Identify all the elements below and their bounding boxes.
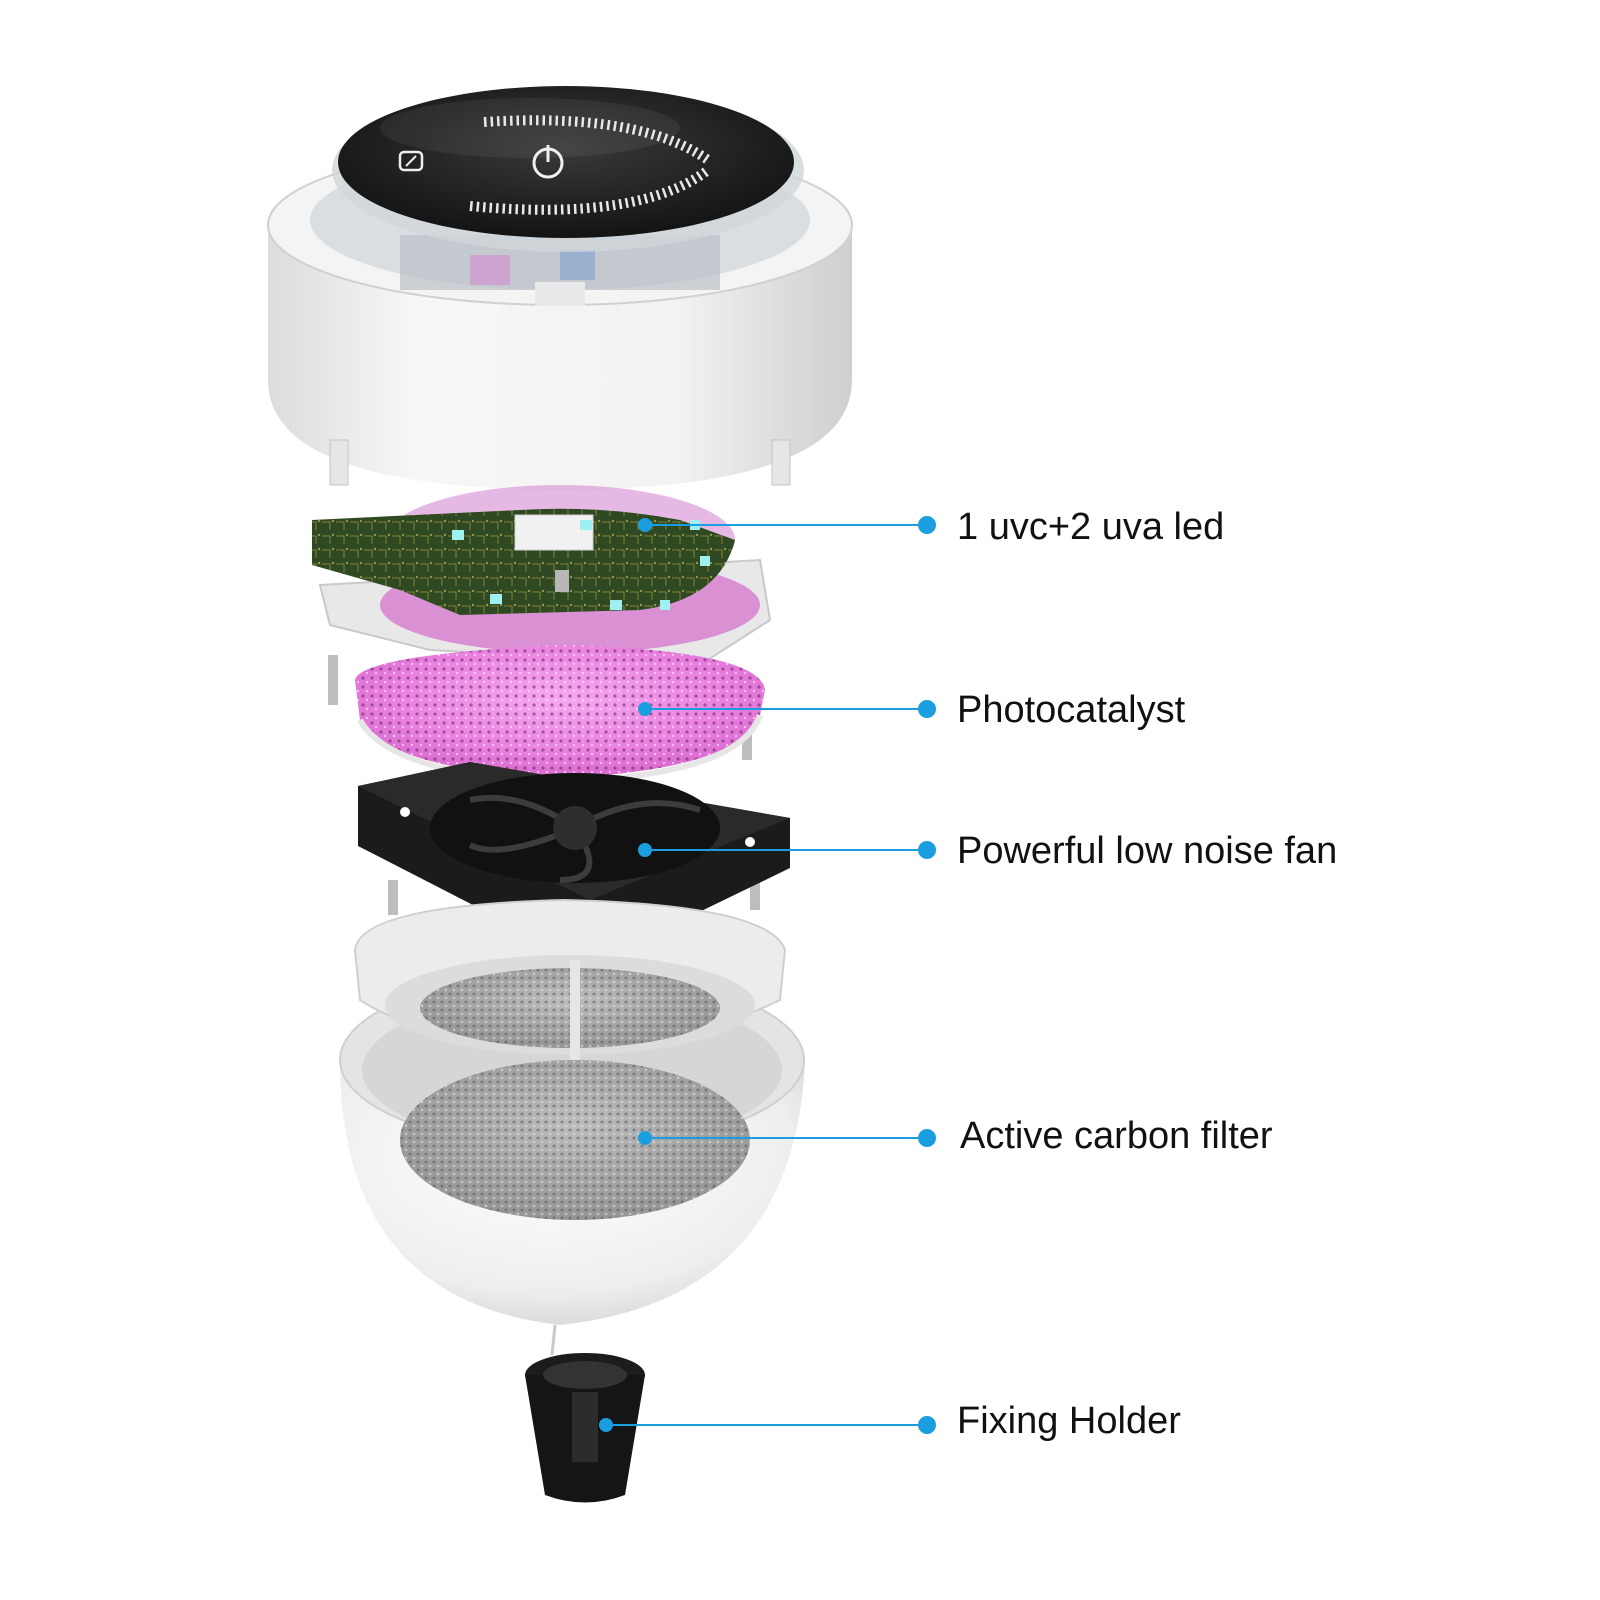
- active-carbon-filter: [400, 960, 750, 1220]
- fixing-holder: [525, 1324, 645, 1503]
- led-pcb-board: [312, 485, 772, 667]
- callout-leader-5: [599, 1416, 936, 1434]
- callout-label-fan: Powerful low noise fan: [957, 830, 1338, 872]
- callout-leader-2: [638, 700, 936, 718]
- callout-label-photocatalyst: Photocatalyst: [957, 689, 1186, 731]
- callout-label-led: 1 uvc+2 uva led: [957, 506, 1225, 548]
- power-icon[interactable]: [532, 145, 564, 179]
- photocatalyst-pad: [355, 645, 765, 786]
- touch-scale-ticks: [469, 115, 712, 215]
- callout-leader-3: [638, 841, 936, 859]
- callout-label-fixing-holder: Fixing Holder: [957, 1400, 1181, 1442]
- callout-leader-4: [638, 1129, 936, 1147]
- callout-label-carbon-filter: Active carbon filter: [960, 1115, 1273, 1157]
- callout-leader-1: [638, 516, 936, 534]
- mode-icon[interactable]: [398, 150, 424, 172]
- top-housing: [267, 86, 853, 490]
